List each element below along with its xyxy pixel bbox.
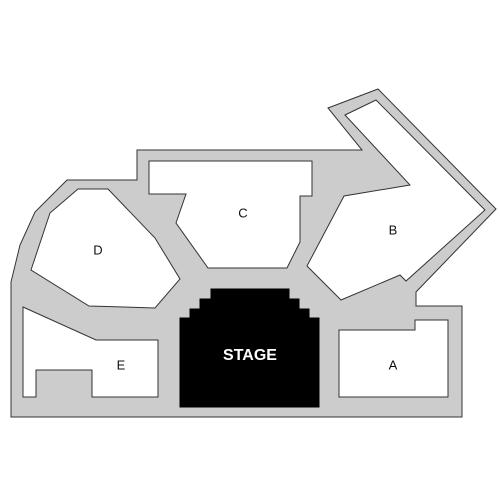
section-b-label: B [389, 222, 398, 237]
section-e-label: E [117, 357, 126, 372]
section-a[interactable] [338, 319, 449, 398]
section-c-label: C [238, 205, 247, 220]
stage [179, 288, 320, 408]
section-d[interactable] [30, 188, 181, 309]
section-a-label: A [389, 357, 398, 372]
section-b[interactable] [306, 99, 486, 301]
section-c[interactable] [148, 160, 313, 269]
section-e[interactable] [22, 306, 159, 398]
stage-label: STAGE [223, 347, 277, 364]
section-d-label: D [93, 242, 102, 257]
